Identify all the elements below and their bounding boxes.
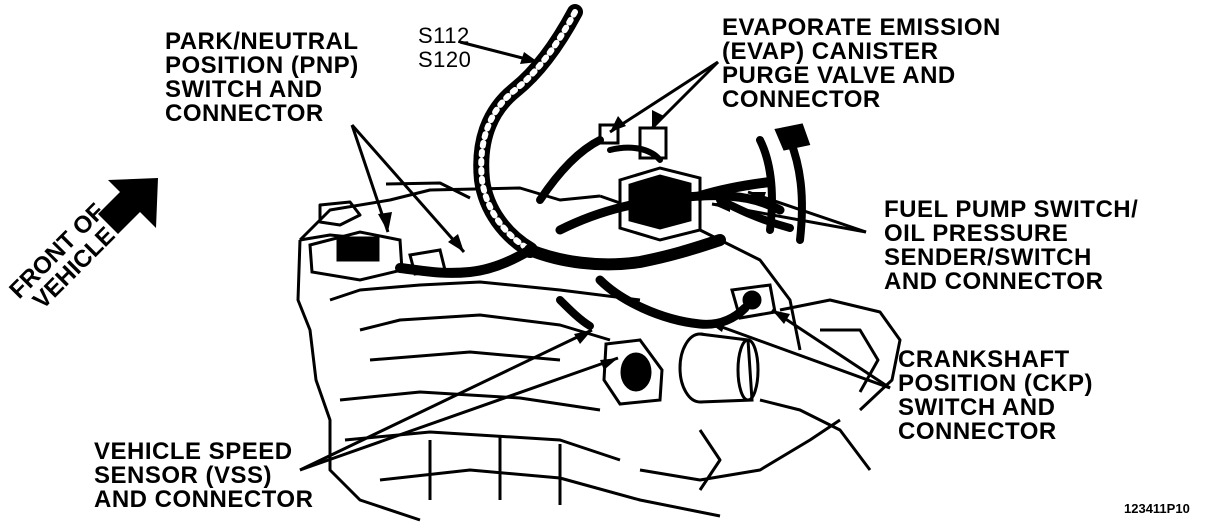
splice-s120: S120 <box>418 47 472 72</box>
evap-label-line-3: PURGE VALVE AND <box>722 62 956 89</box>
ckp-label-line-4: CONNECTOR <box>898 418 1057 445</box>
vss-sensor <box>602 338 664 406</box>
fuel-pump-switch-label: FUEL PUMP SWITCH/ OIL PRESSURE SENDER/SW… <box>884 198 1138 294</box>
fuel-pump-label-line-3: SENDER/SWITCH <box>884 244 1092 271</box>
splice-s112: S112 <box>418 23 470 48</box>
vss-label-line-2: SENSOR (VSS) <box>94 462 273 489</box>
fuel-pump-label-line-1: FUEL PUMP SWITCH/ <box>884 196 1139 223</box>
ckp-label-line-2: POSITION (CKP) <box>898 370 1094 397</box>
pnp-label-line-3: SWITCH AND <box>165 76 323 103</box>
pnp-label-line-1: PARK/NEUTRAL <box>165 28 359 55</box>
evap-purge-valve <box>598 123 702 242</box>
ckp-switch-label: CRANKSHAFT POSITION (CKP) SWITCH AND CON… <box>898 348 1093 444</box>
fuel-pump-label-line-4: AND CONNECTOR <box>884 268 1104 295</box>
vss-sensor-label: VEHICLE SPEED SENSOR (VSS) AND CONNECTOR <box>94 440 313 512</box>
front-direction-arrow <box>98 178 158 234</box>
wiring-harness <box>395 4 785 330</box>
pnp-switch-label: PARK/NEUTRAL POSITION (PNP) SWITCH AND C… <box>165 30 359 126</box>
evap-label-line-2: (EVAP) CANISTER <box>722 38 939 65</box>
pnp-label-line-4: CONNECTOR <box>165 100 324 127</box>
engine-block-outline <box>296 181 902 522</box>
leader-arrowheads <box>378 52 790 370</box>
evap-label-line-1: EVAPORATE EMISSION <box>722 14 1001 41</box>
vss-label-line-3: AND CONNECTOR <box>94 486 314 513</box>
pnp-label-line-2: POSITION (PNP) <box>165 52 359 79</box>
fuel-pump-label-line-2: OIL PRESSURE <box>884 220 1069 247</box>
oil-filter <box>678 332 760 404</box>
evap-valve-label: EVAPORATE EMISSION (EVAP) CANISTER PURGE… <box>722 16 1001 112</box>
splice-label: S112 S120 <box>418 24 471 72</box>
vss-label-line-1: VEHICLE SPEED <box>94 438 293 465</box>
evap-label-line-4: CONNECTOR <box>722 86 881 113</box>
figure-id: 123411P10 <box>1124 501 1190 516</box>
ckp-label-line-3: SWITCH AND <box>898 394 1056 421</box>
ckp-label-line-1: CRANKSHAFT <box>898 346 1070 373</box>
